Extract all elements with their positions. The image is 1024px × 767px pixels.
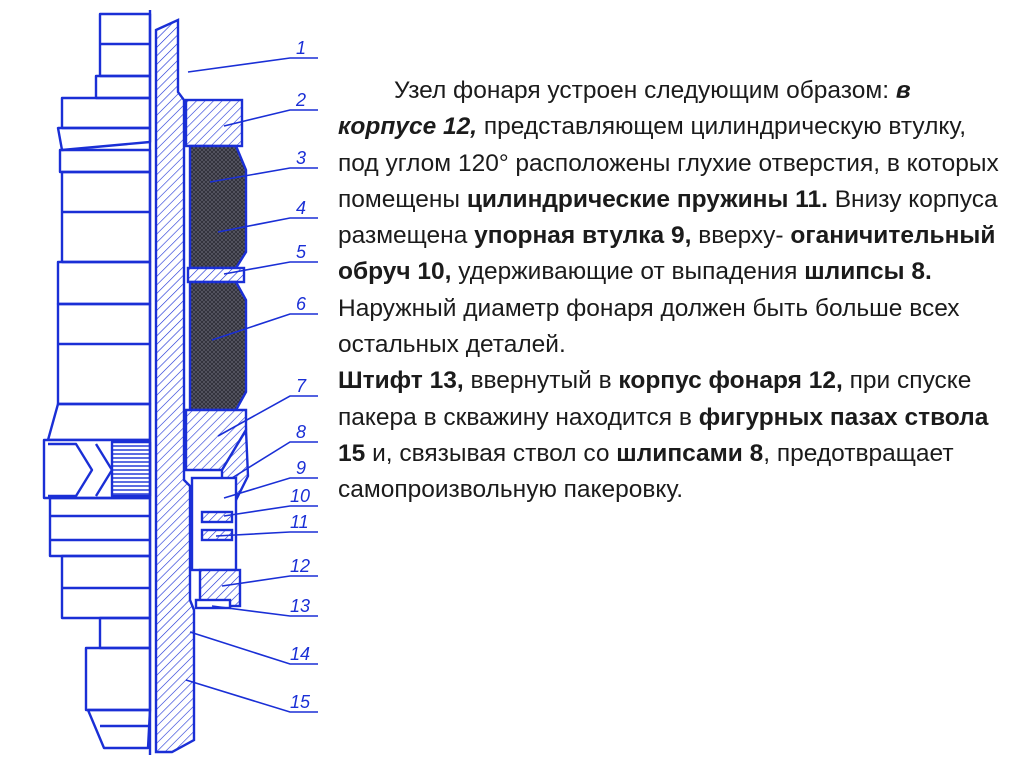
paragraph-pin: Штифт 13, ввернутый в корпус фонаря 12, … — [338, 363, 1010, 508]
text-s15: при спуске пакера в скважину находится в — [338, 367, 972, 431]
text-s18: шлипсами 8 — [616, 439, 764, 467]
text-s16: фигурных пазах ствола 15 — [338, 403, 989, 467]
text-s10: шлипсы 8. — [804, 258, 932, 286]
part-label-8: 8 — [296, 422, 306, 442]
part-label-14: 14 — [290, 644, 310, 664]
text-s09: удерживающие от выпадения — [451, 258, 805, 286]
text-s14: корпус фонаря 12, — [618, 367, 843, 395]
text-s05: Внизу корпуса размещена — [338, 185, 998, 250]
text-s06: упорная втулка 9, — [474, 222, 692, 250]
paragraph-lantern-structure: Узел фонаря устроен следующим образом: в… — [338, 73, 1010, 363]
part-label-2: 2 — [295, 90, 306, 110]
description-text: Узел фонаря устроен следующим образом: в… — [338, 73, 1010, 509]
part-label-6: 6 — [296, 294, 307, 314]
part-label-3: 3 — [296, 148, 306, 168]
shaft-section — [154, 18, 196, 754]
packer-lantern-assembly-drawing: 1 2 3 4 5 6 7 8 9 10 11 12 13 14 15 — [42, 10, 318, 755]
part-label-13: 13 — [290, 596, 310, 616]
text-s11: Наружный диаметр фонаря должен быть боль… — [338, 294, 960, 359]
text-s01: Узел фонаря устроен следующим образом: — [394, 77, 896, 104]
lower-stem — [98, 616, 152, 650]
lantern-body — [190, 476, 238, 572]
part-label-4: 4 — [296, 198, 306, 218]
text-s07: вверху- — [691, 222, 791, 250]
pin — [194, 598, 232, 610]
part-label-1: 1 — [296, 38, 306, 58]
rubber-element-lower — [188, 280, 248, 412]
part-label-9: 9 — [296, 458, 306, 478]
part-label-5: 5 — [296, 242, 307, 262]
text-s04: цилиндрические пружины 11. — [466, 185, 828, 213]
rubber-element-upper — [188, 144, 248, 270]
outer-body-upper — [94, 74, 152, 100]
part-label-11: 11 — [290, 512, 309, 532]
text-s03: представляющем цилиндрическую втулку, по… — [338, 113, 999, 213]
text-s13: ввернутый в — [463, 367, 619, 395]
part-label-7: 7 — [296, 376, 307, 396]
text-s19: , предотвращает самопроизвольную пакеров… — [338, 439, 954, 504]
part-label-15: 15 — [290, 692, 311, 712]
text-s12: Штифт 13, — [338, 367, 464, 395]
text-s02: в корпусе 12, — [338, 77, 911, 141]
part-label-10: 10 — [290, 486, 310, 506]
text-s08: оганичительный обруч 10, — [338, 222, 996, 286]
part-5-ring — [186, 266, 246, 284]
part-label-12: 12 — [290, 556, 310, 576]
text-s17: и, связывая ствол со — [365, 439, 617, 467]
